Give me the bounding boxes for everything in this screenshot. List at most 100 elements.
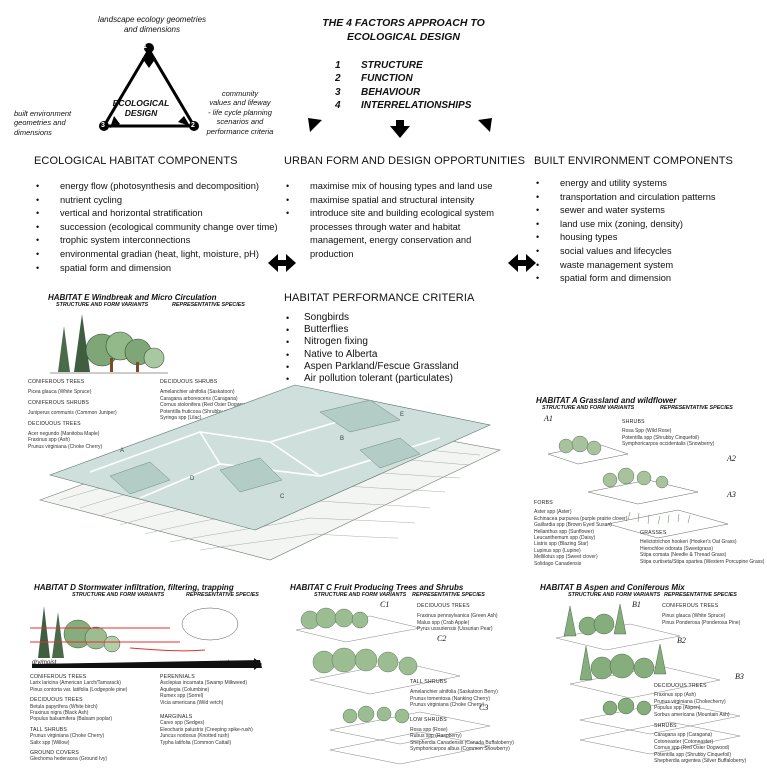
habitat-e-species-left: CONIFEROUS TREES Picea glauca (White Spr… [28, 379, 117, 450]
habitat-d-species-right: PERENNIALS Asclepias incarnata (Swamp Mi… [160, 674, 253, 746]
gradient-dry-label: dry/moist [32, 660, 57, 666]
ecological-habitat-heading: ECOLOGICAL HABITAT COMPONENTS [34, 155, 238, 167]
arrow-icon [142, 52, 156, 68]
list-item: vertical and horizontal stratification [34, 207, 294, 221]
list-item: housing types [534, 231, 764, 245]
habitat-e-species-right: DECIDUOUS SHRUBS Amelanchier alnifolia (… [160, 379, 251, 422]
list-item: maximise spatial and structural intensit… [284, 194, 504, 208]
factor-arrows [308, 118, 492, 138]
zone-label: B [340, 436, 344, 442]
urban-form-list: maximise mix of housing types and land u… [284, 180, 504, 262]
list-item: transportation and circulation patterns [534, 191, 764, 205]
list-item: environmental gradian (heat, light, mois… [34, 248, 294, 262]
zone-label: A [120, 448, 124, 454]
double-arrow-icon [508, 254, 536, 272]
built-environment-heading: BUILT ENVIRONMENT COMPONENTS [534, 155, 733, 167]
list-item: spatial form and dimension [34, 262, 294, 276]
habitat-e-title: HABITAT E Windbreak and Micro Circulatio… [48, 293, 217, 302]
arrow-icon [178, 116, 190, 126]
list-item: waste management system [534, 259, 764, 273]
habitat-e-sub1: STRUCTURE AND FORM VARIANTS [56, 302, 149, 308]
built-environment-list: energy and utility systems transportatio… [534, 177, 764, 286]
isometric-site-plan: A D C B E [38, 384, 501, 561]
habitat-a-sub1: STRUCTURE AND FORM VARIANTS [542, 405, 635, 411]
main-title: THE 4 FACTORS APPROACH TO ECOLOGICAL DES… [322, 17, 485, 43]
habitat-b-layers [555, 603, 741, 755]
gradient-wet-label: wet [220, 660, 230, 666]
variant-c3: C3 [479, 703, 489, 712]
list-item: Butterflies [284, 324, 464, 336]
habitat-d-section-illustration [30, 606, 262, 670]
variant-a3: A3 [727, 490, 736, 499]
list-item: spatial form and dimension [534, 272, 764, 286]
habitat-b-sub1: STRUCTURE AND FORM VARIANTS [568, 592, 661, 598]
list-item: trophic system interconnections [34, 234, 294, 248]
habitat-c-title: HABITAT C Fruit Producing Trees and Shru… [290, 583, 464, 592]
habitat-a-sub2: REPRESENTATIVE SPECIES [660, 405, 733, 411]
habitat-b-deciduous: DECIDUOUS TREES Fraxinus spp (Ash) Prunu… [654, 683, 747, 765]
habitat-c-layers [295, 607, 491, 765]
habitat-c-shrubs: TALL SHRUBS Amelanchier alnifolia (Saska… [410, 679, 514, 753]
habitat-b-sub2: REPRESENTATIVE SPECIES [664, 592, 737, 598]
habitat-e-sub2: REPRESENTATIVE SPECIES [172, 302, 245, 308]
arrow-down-left-icon [308, 118, 322, 132]
performance-heading: HABITAT PERFORMANCE CRITERIA [284, 292, 475, 304]
performance-list: Songbirds Butterflies Nitrogen fixing Na… [284, 312, 464, 385]
variant-a2: A2 [727, 454, 736, 463]
list-item: maximise mix of housing types and land u… [284, 180, 504, 194]
habitat-c-dtrees: DECIDUOUS TREES Fraxinus pennsylvanica (… [417, 603, 498, 633]
habitat-d-sub1: STRUCTURE AND FORM VARIANTS [72, 592, 165, 598]
variant-c2: C2 [437, 634, 447, 643]
list-item: energy and utility systems [534, 177, 764, 191]
habitat-e-trees-illustration [50, 314, 168, 374]
habitat-d-species-left: CONIFEROUS TREES Larix laricina (America… [30, 674, 128, 763]
list-item: land use mix (zoning, density) [534, 218, 764, 232]
habitat-a-forbs: FORBS Aster spp (Aster) Echinacea purpur… [534, 500, 628, 567]
list-item: introduce site and building ecological s… [284, 207, 504, 261]
list-item: sewer and water systems [534, 204, 764, 218]
variant-b3: B3 [735, 672, 744, 681]
list-item: Air pollution tolerant (particulates) [284, 373, 464, 385]
list-item: nutrient cycling [34, 194, 294, 208]
urban-form-heading: URBAN FORM AND DESIGN OPPORTUNITIES [284, 155, 526, 167]
list-item: Native to Alberta [284, 349, 464, 361]
ecological-design-triangle [99, 43, 199, 131]
habitat-c-sub1: STRUCTURE AND FORM VARIANTS [314, 592, 407, 598]
habitat-d-title: HABITAT D Stormwater infiltration, filte… [34, 583, 234, 592]
double-arrow-icon [268, 254, 296, 272]
list-item: social values and lifecycles [534, 245, 764, 259]
node-1-label: 1 [143, 43, 147, 50]
variant-a1: A1 [544, 414, 553, 423]
habitat-b-conifers: CONIFEROUS TREES Pinus glauca (White Spr… [662, 603, 741, 626]
list-item: Songbirds [284, 312, 464, 324]
variant-c1: C1 [380, 600, 390, 609]
habitat-a-layers [547, 435, 729, 539]
habitat-a-grasses: GRASSES Helictotrichon hookeri (Hooker's… [640, 530, 765, 565]
zone-label: D [190, 476, 195, 482]
list-item: succession (ecological community change … [34, 221, 294, 235]
arrow-icon [110, 116, 120, 128]
habitat-a-title: HABITAT A Grassland and wildflower [536, 396, 677, 405]
variant-b2: B2 [677, 636, 686, 645]
list-item: Nitrogen fixing [284, 336, 464, 348]
habitat-a-shrubs: SHRUBS Rosa Spp (Wild Rose) Potentilla s… [622, 419, 715, 448]
zone-label: C [280, 494, 285, 500]
habitat-d-sub2: REPRESENTATIVE SPECIES [186, 592, 259, 598]
ecological-habitat-list: energy flow (photosynthesis and decompos… [34, 180, 294, 275]
variant-b1: B1 [632, 600, 641, 609]
arrow-down-right-icon [478, 118, 492, 132]
node-2-label: 2 [191, 122, 195, 129]
arrow-down-icon [390, 120, 410, 138]
node-3-label: 3 [101, 122, 105, 129]
zone-label: E [400, 412, 404, 418]
list-item: Aspen Parkland/Fescue Grassland [284, 361, 464, 373]
